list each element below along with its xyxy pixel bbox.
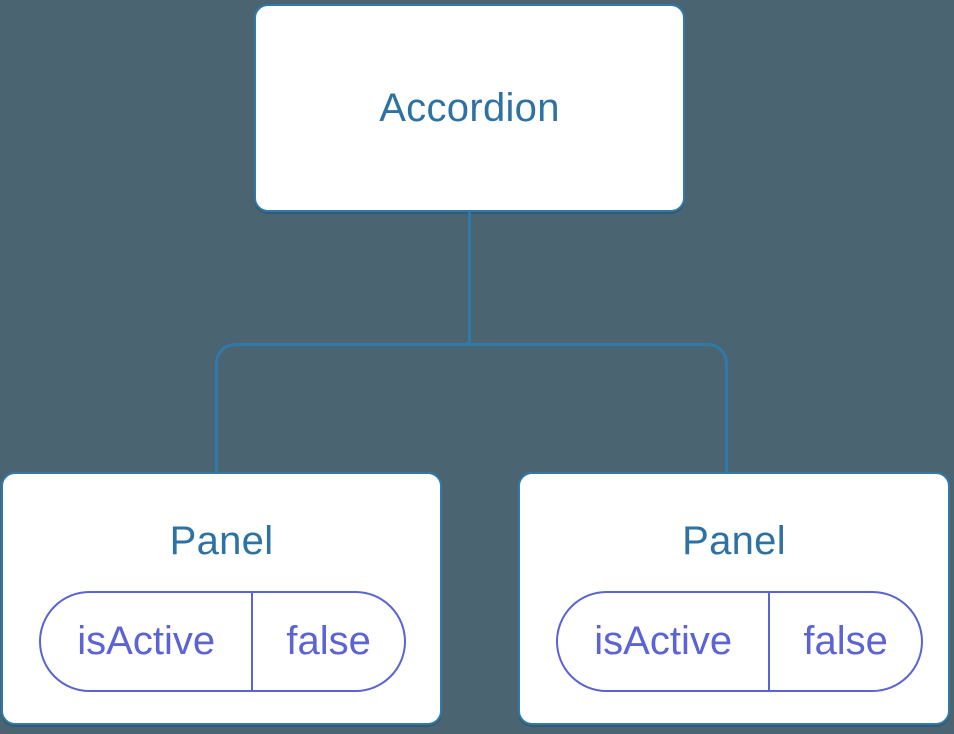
panel-node-right: Panel isActive false [518,472,950,725]
state-key: isActive [558,593,771,690]
accordion-node: Accordion [254,4,685,212]
state-value: false [286,619,371,663]
state-value: false [803,619,888,663]
panel-node-label: Panel [169,519,274,563]
state-pill: isActive false [556,591,923,692]
state-key: isActive [41,593,254,690]
state-pill: isActive false [39,591,406,692]
accordion-node-label: Accordion [379,85,560,130]
panel-node-label: Panel [682,519,786,563]
connector-stem [468,210,471,344]
panel-node-left: Panel isActive false [1,472,442,725]
connector-bracket [215,343,728,472]
